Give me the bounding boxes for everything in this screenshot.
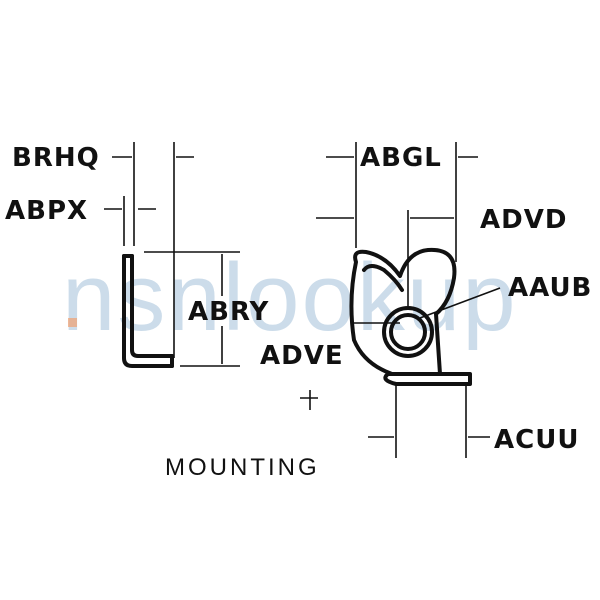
watermark-text: nsnlookup [62, 244, 518, 351]
mounting-hole [382, 306, 434, 358]
dimension-acuu [300, 384, 490, 458]
angle-bracket-side-view [122, 254, 174, 368]
label-abgl: ABGL [360, 143, 442, 173]
dimension-abgl [326, 142, 478, 262]
dimension-abpx [104, 196, 156, 246]
dimension-advd [316, 210, 454, 306]
dimension-brhq [112, 142, 194, 358]
dimension-abry [144, 251, 240, 367]
label-adve: ADVE [260, 341, 344, 371]
label-abry: ABRY [188, 297, 270, 327]
label-aaub: AAUB [508, 273, 592, 303]
label-brhq: BRHQ [12, 143, 100, 173]
label-advd: ADVD [480, 205, 567, 235]
label-acuu: ACUU [494, 425, 579, 455]
caption-mounting: MOUNTING [165, 454, 320, 481]
leader-aaub [419, 287, 501, 319]
watermark-dot [68, 318, 77, 327]
mounting-tab-view [349, 247, 472, 386]
label-abpx: ABPX [5, 196, 88, 226]
